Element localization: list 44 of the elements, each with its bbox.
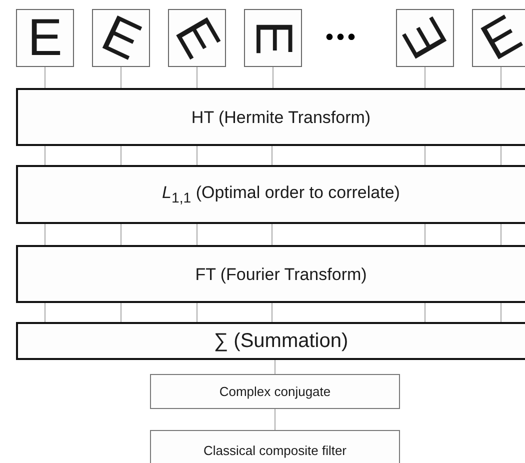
process-box bbox=[16, 322, 525, 360]
rotated-letter: E bbox=[473, 10, 525, 66]
box-label: FT (Fourier Transform) bbox=[195, 266, 367, 282]
rotated-letter: E bbox=[28, 12, 62, 64]
rotated-letter-tile bbox=[244, 9, 302, 67]
connector-line bbox=[120, 224, 122, 246]
connector-line bbox=[120, 302, 122, 322]
connector-line bbox=[120, 66, 122, 88]
connector-line bbox=[500, 66, 502, 88]
connector-line bbox=[500, 146, 502, 166]
ellipsis-mark: ••• bbox=[323, 26, 356, 51]
process-box bbox=[150, 374, 400, 409]
connector-line bbox=[424, 66, 426, 88]
rotated-letter: E bbox=[94, 10, 148, 66]
connector-line bbox=[274, 408, 276, 430]
process-box bbox=[16, 245, 525, 303]
connector-line bbox=[44, 302, 46, 322]
connector-line bbox=[274, 360, 276, 374]
connector-line bbox=[500, 224, 502, 246]
rotated-letter-tile bbox=[16, 9, 74, 67]
connector-line bbox=[196, 224, 198, 246]
rotated-letter: E bbox=[397, 10, 453, 66]
process-box bbox=[16, 165, 525, 224]
connector-line bbox=[44, 146, 46, 166]
box-label: Complex conjugate bbox=[219, 385, 331, 398]
connector-line bbox=[44, 66, 46, 88]
rotated-letter: E bbox=[169, 10, 225, 66]
connector-line bbox=[424, 146, 426, 166]
connector-line bbox=[500, 302, 502, 322]
connector-line bbox=[272, 66, 274, 88]
connector-line bbox=[424, 302, 426, 322]
connector-line bbox=[424, 224, 426, 246]
rotated-letter: E bbox=[247, 20, 299, 56]
connector-line bbox=[44, 224, 46, 246]
connector-line bbox=[196, 146, 198, 166]
box-label: Classical composite filter bbox=[203, 444, 347, 456]
box-label: HT (Hermite Transform) bbox=[191, 108, 371, 126]
process-box bbox=[150, 430, 400, 463]
connector-line bbox=[120, 146, 122, 166]
box-label: ∑ (Summation) bbox=[214, 331, 348, 351]
process-box bbox=[16, 88, 525, 146]
connector-line bbox=[196, 302, 198, 322]
connector-line bbox=[196, 66, 198, 88]
box-label: L$_{1,1}$ (Optimal order to correlate) bbox=[162, 184, 400, 206]
